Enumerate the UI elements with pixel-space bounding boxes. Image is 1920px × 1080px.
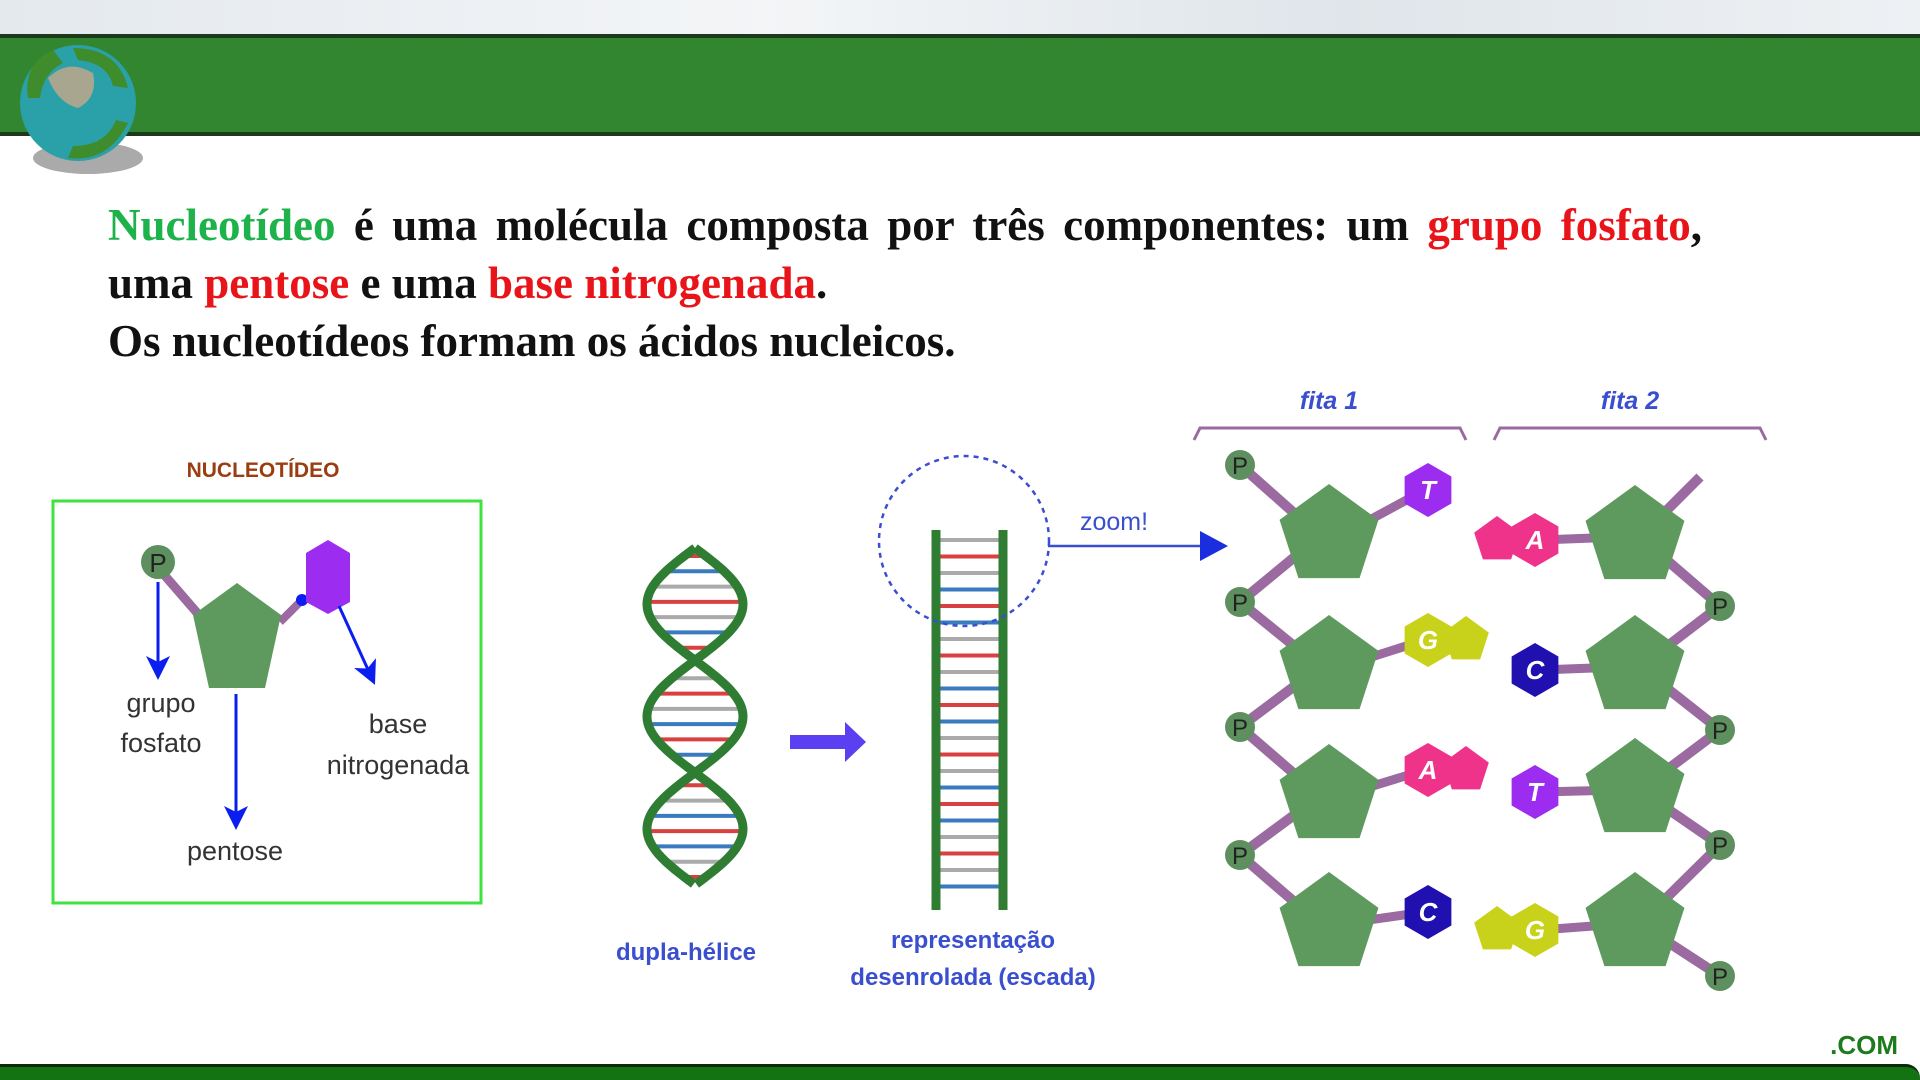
phosphate-circle	[1705, 591, 1735, 621]
zoom-arrowhead-icon	[1200, 531, 1228, 561]
zoom-label: zoom!	[1080, 508, 1148, 536]
phosphate-circle	[1225, 840, 1255, 870]
label-grupo: grupo	[126, 688, 195, 718]
phosphate-label: P	[1712, 833, 1728, 860]
base-letter: G	[1525, 915, 1545, 945]
sugar-pentagon	[1585, 485, 1685, 580]
base-G	[1404, 613, 1452, 667]
term-pentose: pentose	[204, 258, 350, 308]
base-C	[1511, 643, 1559, 697]
helix-label: dupla-hélice	[616, 939, 756, 966]
base-shape	[306, 540, 350, 614]
base-G-ring	[1443, 616, 1489, 660]
pentose-shape	[193, 583, 281, 688]
strand-2-bracket	[1492, 426, 1768, 441]
sugar-pentagon	[1279, 872, 1379, 967]
base-letter: A	[1525, 525, 1545, 555]
label-base: base	[369, 709, 428, 739]
label-nitrogenada: nitrogenada	[327, 750, 471, 780]
nucleotide-panel: NUCLEOTÍDEO P grupo fosfato pentose base…	[51, 459, 483, 905]
sugar-pentagon	[1585, 872, 1685, 967]
helix-strand	[642, 544, 748, 888]
phosphate-label: P	[1232, 715, 1248, 742]
phosphate-label: P	[1232, 843, 1248, 870]
nucleotide-title: NUCLEOTÍDEO	[187, 459, 340, 482]
term-base-nitrogenada: base nitrogenada	[488, 258, 816, 308]
label-fosfato: fosfato	[120, 728, 201, 758]
base-letter: A	[1418, 755, 1438, 785]
sugar-pentagon	[1585, 738, 1685, 833]
globe-logo-icon	[20, 45, 143, 174]
phosphate-circle	[1225, 450, 1255, 480]
sugar-pentagon	[1279, 744, 1379, 839]
ladder-label-2: desenrolada (escada)	[850, 964, 1095, 991]
phosphate-circle	[1225, 712, 1255, 742]
base-letter: T	[1527, 777, 1545, 807]
double-helix	[642, 544, 748, 888]
strand-2-label: fita 2	[1601, 387, 1659, 415]
strand-1-label: fita 1	[1300, 387, 1358, 415]
watermark: .COM	[1830, 1030, 1898, 1060]
definition-paragraph: Nucleotídeo é uma molécula composta por …	[108, 196, 1702, 312]
text-part: é uma molécula composta por três compone…	[335, 200, 1428, 250]
phosphate-circle	[1705, 715, 1735, 745]
base-G-ring	[1474, 906, 1520, 950]
term-grupo-fosfato: grupo fosfato	[1427, 200, 1691, 250]
phosphate-label: P	[1712, 594, 1728, 621]
base-letter: G	[1418, 625, 1438, 655]
zoom-circle	[877, 454, 1051, 628]
top-decor-strip	[0, 0, 1920, 34]
bond-dot	[296, 594, 308, 606]
phosphate-label: P	[1712, 964, 1728, 991]
ladder-representation	[931, 530, 1008, 910]
ladder-label-1: representação	[891, 927, 1055, 954]
phosphate-label: P	[1232, 590, 1248, 617]
summary-line: Os nucleotídeos formam os ácidos nucleic…	[108, 316, 956, 366]
intro-text: Nucleotídeo é uma molécula composta por …	[108, 196, 1702, 370]
base-G	[1511, 903, 1559, 957]
base-A-ring	[1443, 746, 1489, 790]
base-C	[1404, 885, 1452, 939]
sugar-pentagon	[1279, 615, 1379, 710]
base-A-ring	[1474, 516, 1520, 560]
footer-band	[0, 1064, 1920, 1080]
phosphate-circle	[141, 545, 175, 579]
nucleotide-frame	[51, 499, 483, 905]
base-letter: T	[1420, 475, 1438, 505]
phosphate-circle	[1705, 961, 1735, 991]
text-part: e uma	[349, 258, 489, 308]
phosphate-circle	[1225, 587, 1255, 617]
text-part: .	[815, 258, 828, 308]
zoomed-strands: P P P P P P P P T A G C A T C G	[1225, 450, 1735, 991]
base-letter: C	[1419, 897, 1439, 927]
term-nucleotideo: Nucleotídeo	[108, 200, 336, 250]
strand-1-bracket	[1192, 426, 1468, 441]
phosphate-label: P	[1232, 453, 1248, 480]
arrow-base	[337, 605, 376, 685]
sugar-pentagon	[1585, 615, 1685, 710]
base-T	[1511, 765, 1559, 819]
transform-arrow-icon	[790, 722, 866, 762]
helix-strand	[642, 544, 748, 888]
base-T	[1404, 463, 1452, 517]
phosphate-circle	[1705, 830, 1735, 860]
sugar-pentagon	[1279, 484, 1379, 579]
text-part: , uma	[108, 200, 1702, 308]
phosphate-label: P	[1712, 718, 1728, 745]
base-letter: C	[1526, 655, 1546, 685]
header-band	[0, 34, 1920, 136]
phosphate-label: P	[149, 548, 166, 578]
base-A	[1511, 513, 1559, 567]
base-A	[1404, 743, 1452, 797]
label-pentose: pentose	[187, 836, 283, 866]
